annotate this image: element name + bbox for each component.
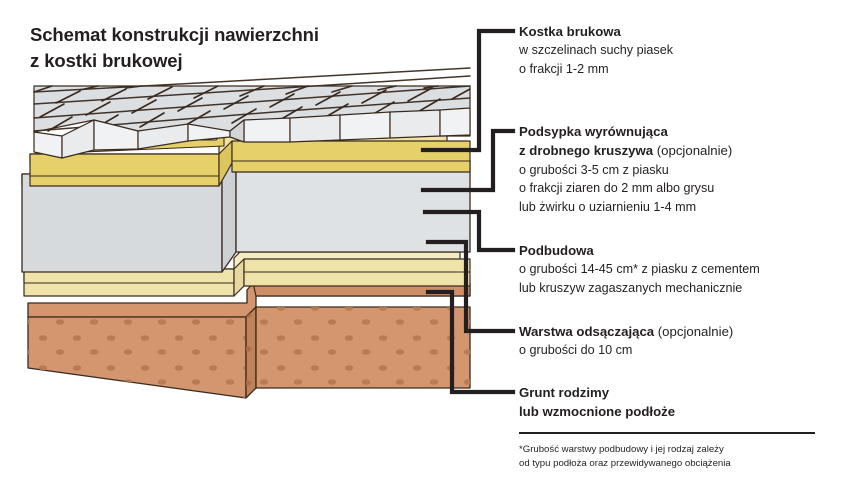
callout-title-podsypka-1: Podsypka wyrównująca xyxy=(519,122,845,141)
callout-body-line-1-1: o frakcji ziaren do 2 mm albo grysu xyxy=(519,181,715,196)
callout-title-bold2-4: lub wzmocnione podłoże xyxy=(519,404,676,420)
callout-title-bold-1: Podsypka wyrównująca xyxy=(519,124,668,139)
callout-title-bold-0: Kostka brukowa xyxy=(519,24,621,39)
footnote: *Grubość warstwy podbudowy i jej rodzaj … xyxy=(519,432,839,472)
callout-title-grunt-2: lub wzmocnione podłoże xyxy=(519,402,845,421)
callout-body-podsypka: o grubości 3-5 cm z piasku o frakcji zia… xyxy=(519,161,845,217)
callout-body-kostka-brukowa: w szczelinach suchy piasek o frakcji 1-2… xyxy=(519,41,845,78)
callout-body-line-2-0: o grubości 14-45 cm* z piasku z cementem xyxy=(519,262,760,277)
callout-podsypka-wyrownujaca: Podsypka wyrównująca z drobnego kruszywa… xyxy=(519,122,845,216)
callout-title-bold2-1: z drobnego kruszywa xyxy=(519,143,654,159)
callout-title-kostka-brukowa: Kostka brukowa xyxy=(519,22,845,41)
footnote-line-1: *Grubość warstwy podbudowy i jej rodzaj … xyxy=(519,443,724,455)
callout-labels-column: Kostka brukowa w szczelinach suchy piase… xyxy=(519,0,848,480)
callout-title-warstwa: Warstwa odsączająca (opcjonalnie) xyxy=(519,322,845,341)
callout-title-bold-4: Grunt rodzimy xyxy=(519,385,610,400)
callout-body-line-2-1: lub kruszyw zagaszanych mechanicznie xyxy=(519,280,743,295)
callout-body-line-0-1: o frakcji 1-2 mm xyxy=(519,61,609,76)
callout-body-podbudowa: o grubości 14-45 cm* z piasku z cementem… xyxy=(519,260,845,297)
callout-title-bold-2: Podbudowa xyxy=(519,243,594,258)
callout-kostka-brukowa: Kostka brukowa w szczelinach suchy piase… xyxy=(519,22,845,78)
callout-body-line-0-0: w szczelinach suchy piasek xyxy=(519,43,673,58)
callout-body-line-1-2: lub żwirku o uziarnieniu 1-4 mm xyxy=(519,199,697,214)
callout-grunt-rodzimy: Grunt rodzimy lub wzmocnione podłoże xyxy=(519,383,845,422)
callout-warstwa-odsaczajaca: Warstwa odsączająca (opcjonalnie) o grub… xyxy=(519,322,845,360)
callout-title-podsypka-2: z drobnego kruszywa (opcjonalnie) xyxy=(519,141,845,160)
page-title-line-2: z kostki brukowej xyxy=(30,50,183,72)
callout-body-line-3-0: o grubości do 10 cm xyxy=(519,343,633,358)
pavement-cross-section-diagram xyxy=(21,67,471,399)
paver-block-row-left xyxy=(33,119,231,159)
callout-podbudowa: Podbudowa o grubości 14-45 cm* z piasku … xyxy=(519,241,845,297)
callout-title-grunt-1: Grunt rodzimy xyxy=(519,383,845,402)
page-title-line-1: Schemat konstrukcji nawierzchni xyxy=(30,24,319,45)
page-title: Schemat konstrukcji nawierzchni z kostki… xyxy=(30,22,450,75)
callout-title-regular-1: (opcjonalnie) xyxy=(653,143,733,159)
callout-title-bold-3: Warstwa odsączająca xyxy=(519,324,655,339)
footnote-line-2: od typu podłoża oraz przewidywanego obci… xyxy=(519,458,731,470)
callout-title-regular-3: (opcjonalnie) xyxy=(654,324,734,339)
cross-section-svg xyxy=(21,67,471,399)
footnote-divider xyxy=(519,432,815,434)
callout-title-podbudowa: Podbudowa xyxy=(519,241,845,260)
callout-body-line-1-0: o grubości 3-5 cm z piasku xyxy=(519,162,669,177)
callout-body-warstwa: o grubości do 10 cm xyxy=(519,341,845,360)
layer-native-subsoil xyxy=(27,282,471,399)
footnote-text: *Grubość warstwy podbudowy i jej rodzaj … xyxy=(519,443,839,472)
